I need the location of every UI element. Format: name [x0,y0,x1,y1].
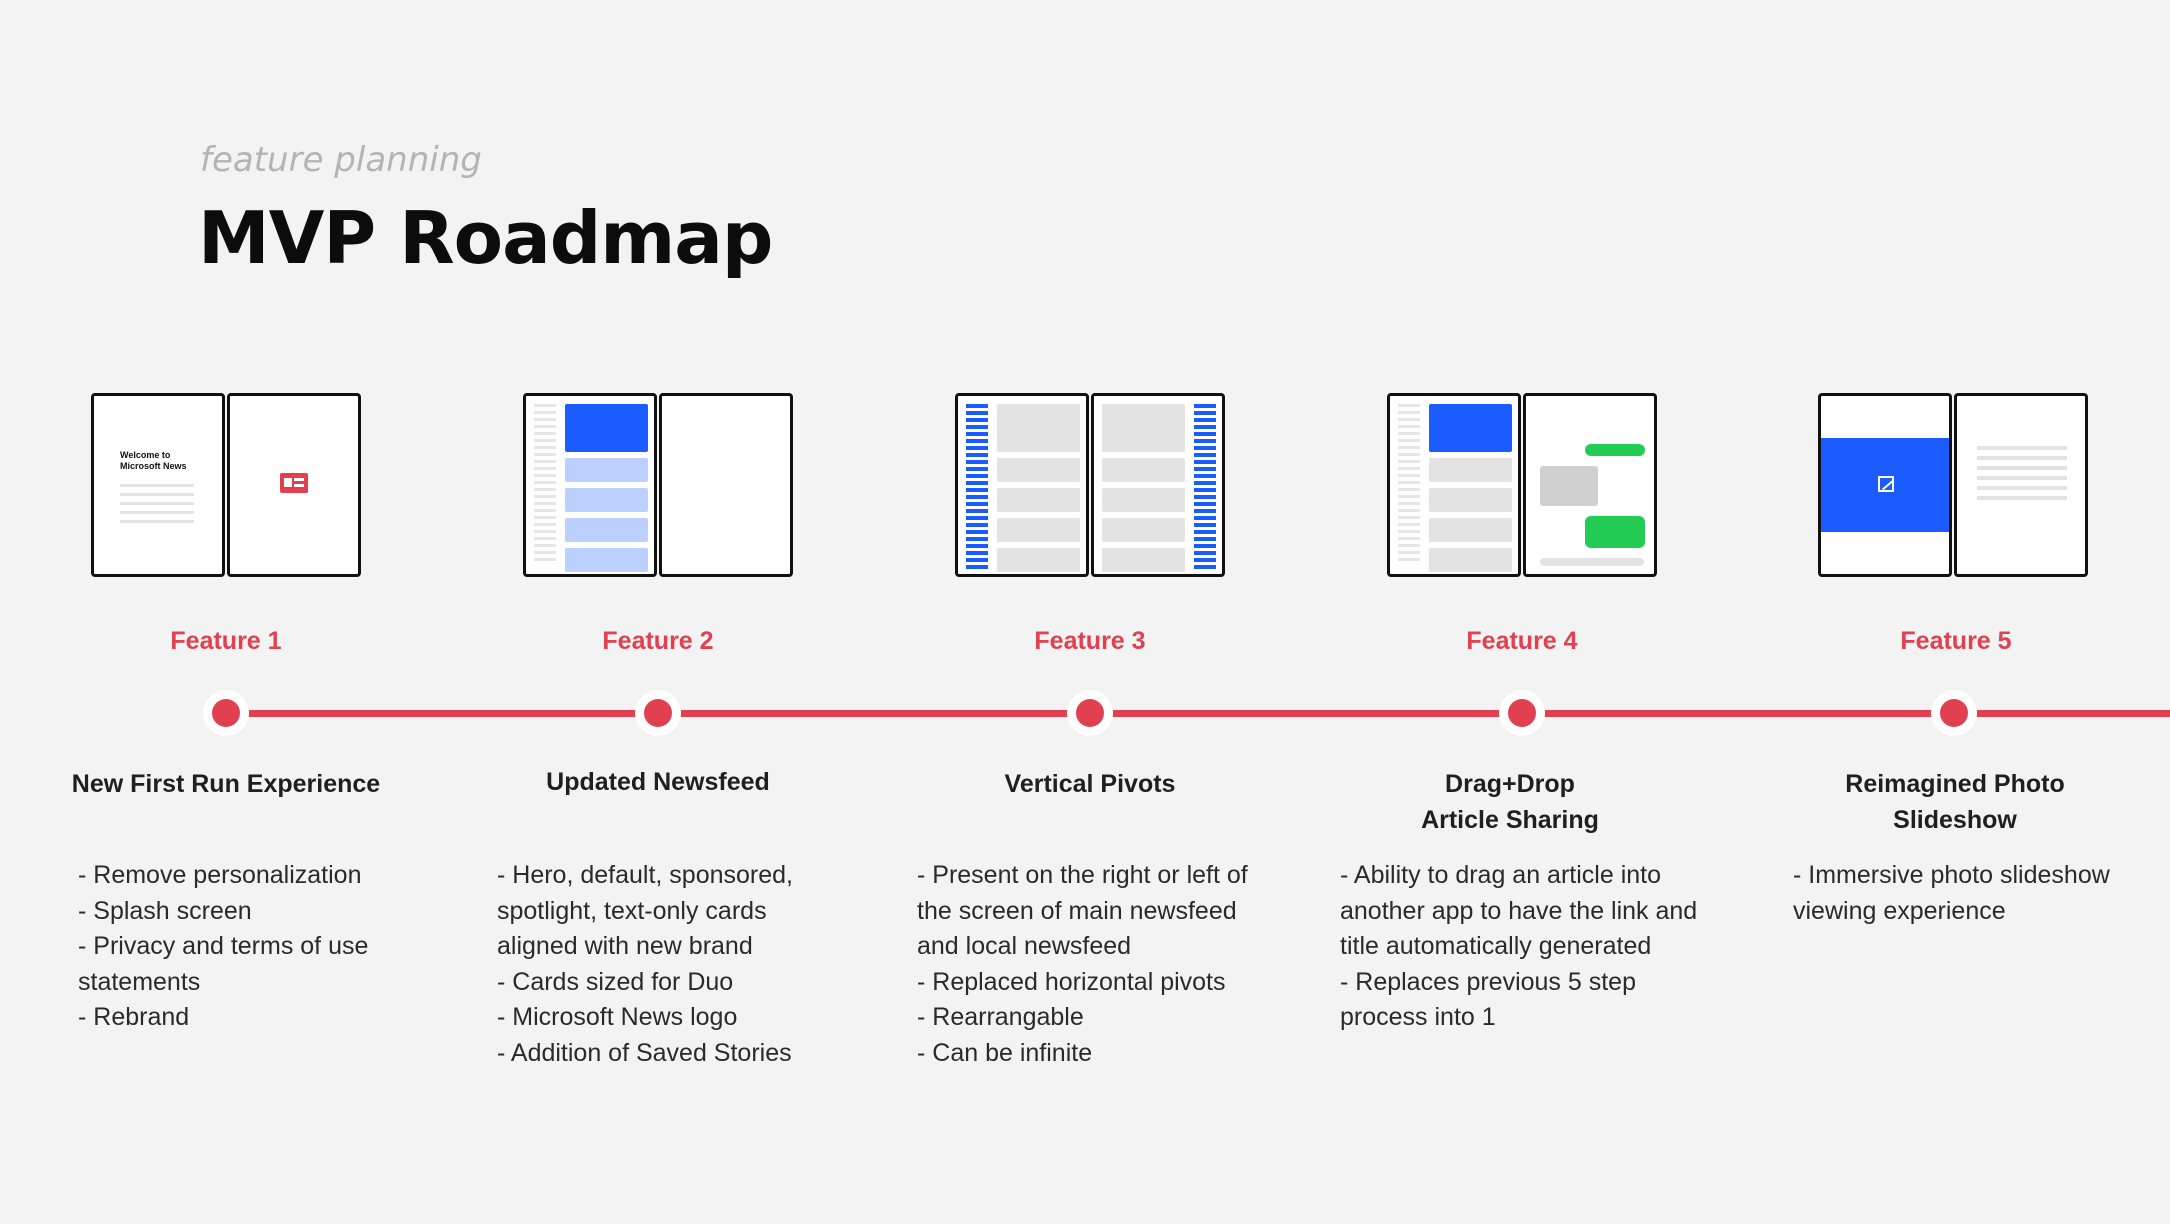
bullet-item: - Ability to drag an article into anothe… [1340,861,1698,960]
mock-card [1429,488,1512,512]
feature-title-text: Drag+Drop Article Sharing [1421,770,1599,834]
mock-input-bar [1540,558,1644,566]
mock-card [565,458,648,482]
mock-card [1102,548,1185,572]
mock-card [1102,458,1185,482]
timeline-node-5[interactable] [1931,690,1977,736]
mock-screen-left [1387,393,1521,577]
bullet-item: - Hero, default, sponsored, spotlight, t… [497,861,793,960]
mock-card [565,518,648,542]
bullet-item: - Microsoft News logo [497,1003,738,1031]
timeline-node-1[interactable] [203,690,249,736]
timeline-dot [212,699,240,727]
mock-chat-bubble [1585,516,1645,548]
mock-card [565,548,648,572]
mock-card [1102,488,1185,512]
feature-title-2: Updated Newsfeed [546,768,770,796]
mock-text-lines [120,484,194,523]
mock-card [1102,518,1185,542]
timeline-node-3[interactable] [1067,690,1113,736]
mock-welcome-text: Welcome to Microsoft News [120,450,187,471]
feature-label-5: Feature 5 [1900,627,2012,655]
page-title: MVP Roadmap [198,196,773,280]
mock-text-lines [1977,446,2067,500]
feature-title-5: Reimagined Photo Slideshow [1795,766,2115,838]
feature-bullets-3: - Present on the right or left of the sc… [917,858,1262,1071]
feature-bullets-1: - Remove personalization - Splash screen… [78,858,398,1036]
feature-title-4: Drag+Drop Article Sharing [1350,766,1670,838]
timeline-dot [1076,699,1104,727]
mock-screen-left: Welcome to Microsoft News [91,393,225,577]
mock-hero-card [565,404,648,452]
feature-title-1: New First Run Experience [71,770,381,798]
bullet-item: - Privacy and terms of use statements [78,932,369,996]
mock-card [997,404,1080,452]
mock-screen-left [1818,393,1952,577]
feature-bullets-4: - Ability to drag an article into anothe… [1340,858,1720,1036]
feature-title-text: Reimagined Photo Slideshow [1845,770,2065,834]
bullet-item: - Immersive photo slideshow viewing expe… [1793,861,2110,925]
feature-bullets-5: - Immersive photo slideshow viewing expe… [1793,858,2143,929]
feature-label-2: Feature 2 [602,627,714,655]
mock-vertical-pivots [1194,404,1216,572]
mock-card [1429,458,1512,482]
bullet-item: - Addition of Saved Stories [497,1038,792,1067]
mock-nav-stripe [534,404,556,565]
subtitle: feature planning [200,140,482,180]
mock-vertical-pivots [966,404,988,572]
bullet-item: - Cards sized for Duo [497,967,734,996]
bullet-item: - Replaces previous 5 step process into … [1340,967,1636,1032]
device-mockup-1: Welcome to Microsoft News [91,393,361,577]
bullet-item: - Can be infinite [917,1038,1093,1067]
bullet-item: - Splash screen [78,896,252,925]
mock-hero-card [1429,404,1512,452]
mock-card [997,548,1080,572]
mock-photo [1821,438,1949,532]
mock-screen-right [227,393,361,577]
device-mockup-4 [1387,393,1657,577]
mock-card [997,458,1080,482]
mock-screen-left [955,393,1089,577]
bullet-item: - Rearrangable [917,1003,1084,1031]
mock-screen-right [1091,393,1225,577]
mock-card [997,488,1080,512]
device-mockup-2 [523,393,793,577]
mock-card [1429,518,1512,542]
mock-card [997,518,1080,542]
timeline-node-2[interactable] [635,690,681,736]
feature-label-4: Feature 4 [1466,627,1578,655]
device-mockup-5 [1818,393,2088,577]
mock-screen-left [523,393,657,577]
timeline-line [225,710,2170,717]
device-mockup-3 [955,393,1225,577]
mock-nav-stripe [1398,404,1420,565]
mock-card [1429,548,1512,572]
bullet-item: - Present on the right or left of the sc… [917,861,1248,960]
mock-screen-right [1954,393,2088,577]
news-logo-icon [280,473,308,493]
bullet-item: - Replaced horizontal pivots [917,967,1226,996]
timeline-node-4[interactable] [1499,690,1545,736]
feature-label-1: Feature 1 [170,627,282,655]
timeline-dot [1940,699,1968,727]
bullet-item: - Remove personalization [78,861,362,889]
timeline-dot [644,699,672,727]
mock-card [1102,404,1185,452]
mock-screen-right [1523,393,1657,577]
image-icon [1878,476,1895,492]
feature-label-3: Feature 3 [1034,627,1146,655]
mock-chat-bubble [1585,444,1645,456]
bullet-item: - Rebrand [78,1003,190,1031]
feature-title-3: Vertical Pivots [1004,770,1176,798]
feature-bullets-2: - Hero, default, sponsored, spotlight, t… [497,858,827,1071]
timeline-dot [1508,699,1536,727]
mock-chat-image [1540,466,1598,506]
mock-screen-right [659,393,793,577]
mock-card [565,488,648,512]
